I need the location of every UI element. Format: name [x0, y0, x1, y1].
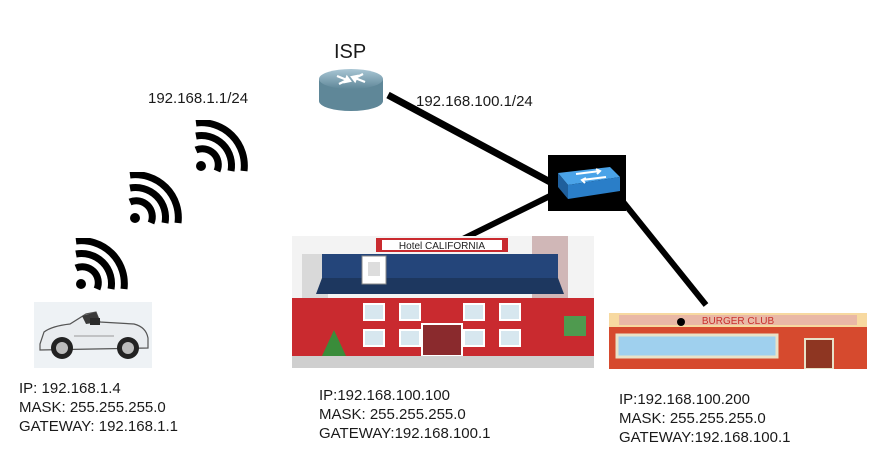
isp-label: ISP [334, 41, 367, 63]
wifi-ip-label: 192.168.1.1/24 [148, 90, 249, 107]
hotel-ip: IP:192.168.100.100 [319, 387, 450, 404]
wifi-icon [74, 238, 128, 291]
hotel-network-info: IP:192.168.100.100 MASK: 255.255.255.0 G… [319, 386, 491, 443]
link-isp-switch [386, 91, 554, 187]
restaurant-sign: BURGER CLUB [702, 316, 775, 327]
restaurant-illustration[interactable]: BURGER CLUB [609, 313, 867, 369]
car-ip: IP: 192.168.1.4 [19, 380, 121, 397]
switch-icon[interactable] [548, 155, 626, 211]
car-network-info: IP: 192.168.1.4 MASK: 255.255.255.0 GATE… [19, 379, 178, 436]
isp-ip-label: 192.168.100.1/24 [416, 93, 533, 110]
restaurant-gateway: GATEWAY:192.168.100.1 [619, 429, 791, 446]
restaurant-ip: IP:192.168.100.200 [619, 391, 750, 408]
wifi-icon [194, 120, 248, 173]
router-icon[interactable] [317, 67, 385, 113]
restaurant-network-info: IP:192.168.100.200 MASK: 255.255.255.0 G… [619, 390, 791, 447]
hotel-illustration[interactable]: Hotel CALIFORNIA [292, 236, 594, 368]
restaurant-mask: MASK: 255.255.255.0 [619, 410, 766, 427]
car-illustration[interactable] [34, 302, 152, 368]
hotel-mask: MASK: 255.255.255.0 [319, 406, 466, 423]
car-mask: MASK: 255.255.255.0 [19, 399, 166, 416]
car-gateway: GATEWAY: 192.168.1.1 [19, 418, 178, 435]
hotel-gateway: GATEWAY:192.168.100.1 [319, 425, 491, 442]
hotel-sign: Hotel CALIFORNIA [399, 241, 485, 252]
link-switch-restaurant [617, 196, 709, 307]
wifi-icon [128, 172, 182, 225]
